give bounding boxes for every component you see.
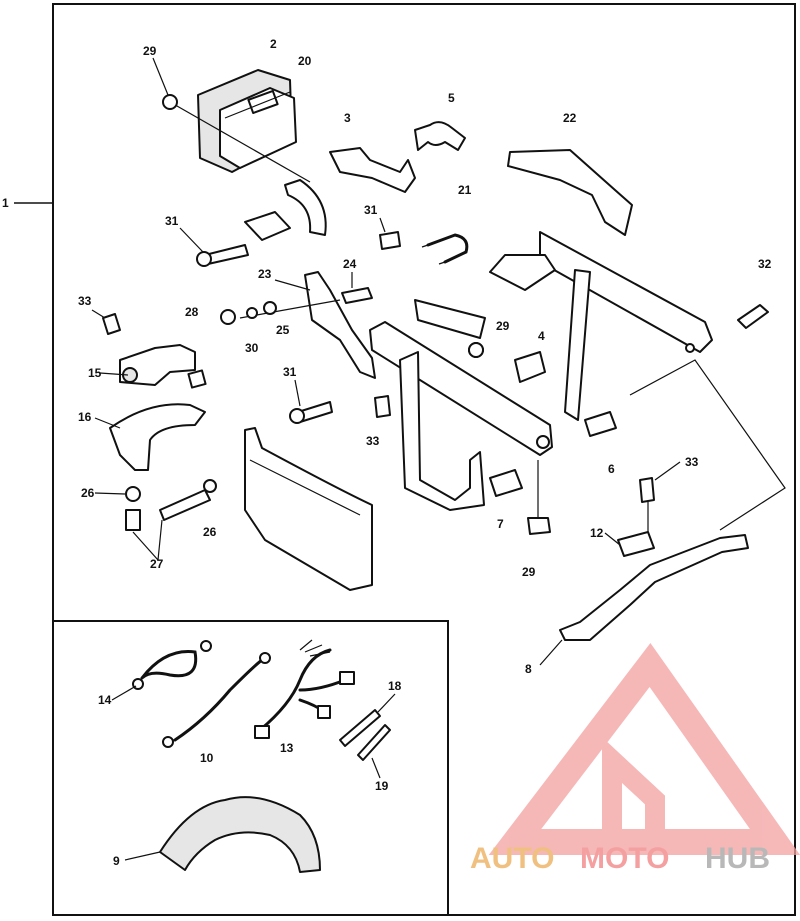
cable-part-14	[132, 640, 212, 690]
leader-32-8	[629, 359, 786, 531]
label-6: 6	[608, 462, 615, 476]
label-29-lower: 29	[522, 565, 536, 579]
label-29-mid: 29	[496, 319, 510, 333]
bolt-33-right	[639, 477, 655, 503]
bracket-part-8	[559, 534, 749, 641]
label-10: 10	[200, 751, 214, 765]
bracket-part-22	[507, 149, 633, 236]
label-22: 22	[563, 111, 577, 125]
plate-panel	[244, 427, 373, 591]
label-31-lower: 31	[283, 365, 297, 379]
label-19: 19	[375, 779, 389, 793]
label-13: 13	[280, 741, 294, 755]
label-25: 25	[276, 323, 290, 337]
inset-frame	[52, 620, 449, 916]
label-26-left: 26	[81, 486, 95, 500]
clamp-part-6	[584, 411, 617, 437]
label-23: 23	[258, 267, 272, 281]
bolt-33-left	[102, 313, 121, 335]
watermark-moto: MOTO	[580, 842, 669, 875]
regulator-part-2-20	[197, 69, 297, 173]
label-9: 9	[113, 854, 120, 868]
label-32: 32	[758, 257, 772, 271]
label-leaders	[91, 57, 681, 861]
plate-part-16	[109, 403, 206, 471]
label-4: 4	[538, 329, 545, 343]
nut-29-lower	[527, 517, 551, 535]
label-20: 20	[298, 54, 312, 68]
watermark-auto: AUTO	[470, 842, 554, 875]
cover-part-9	[159, 796, 321, 873]
label-1: 1	[2, 196, 9, 210]
label-8: 8	[525, 662, 532, 676]
label-16: 16	[78, 410, 92, 424]
bolt-26-lower	[159, 489, 211, 521]
bolt-27	[125, 509, 141, 531]
label-14: 14	[98, 693, 112, 707]
label-15: 15	[88, 366, 102, 380]
label-33-lower: 33	[366, 434, 380, 448]
ubolt-part-21	[421, 233, 469, 265]
label-2: 2	[270, 37, 277, 51]
clamp-part-12	[617, 531, 655, 557]
label-12: 12	[590, 526, 604, 540]
watermark-hub: HUB	[705, 842, 770, 875]
bracket-part-15	[119, 344, 207, 389]
label-5: 5	[448, 91, 455, 105]
label-28: 28	[185, 305, 199, 319]
bracket-part-4	[514, 351, 546, 383]
cable-part-10	[162, 652, 271, 748]
clamp-part-7	[489, 469, 523, 497]
bolt-24	[341, 287, 373, 304]
bracket-part-23	[304, 271, 376, 379]
label-30: 30	[245, 341, 259, 355]
watermark-logo	[488, 643, 800, 855]
bracket-part-3	[329, 147, 416, 193]
label-26-lower: 26	[203, 525, 217, 539]
fuse-part-19	[357, 724, 391, 761]
hardware-28-30-25	[220, 301, 277, 325]
regulator-bracket	[244, 179, 327, 241]
label-21: 21	[458, 183, 472, 197]
label-7: 7	[497, 517, 504, 531]
fuse-part-18	[339, 709, 381, 747]
bolt-32	[737, 304, 769, 329]
label-18: 18	[388, 679, 402, 693]
label-24: 24	[343, 257, 357, 271]
label-3: 3	[344, 111, 351, 125]
leader-29-top	[169, 101, 311, 183]
grommet-26-left	[125, 486, 141, 502]
label-27: 27	[150, 557, 164, 571]
bolt-33-lower	[374, 395, 391, 418]
clamp-part-5	[414, 121, 466, 151]
label-31-left: 31	[165, 214, 179, 228]
nut-29-top	[162, 94, 178, 110]
label-29-top: 29	[143, 44, 157, 58]
main-frame	[369, 231, 713, 511]
harness-part-13	[254, 639, 355, 739]
bolt-31-mid	[379, 231, 401, 250]
label-33-left: 33	[78, 294, 92, 308]
label-33-right: 33	[685, 455, 699, 469]
label-31-mid: 31	[364, 203, 378, 217]
